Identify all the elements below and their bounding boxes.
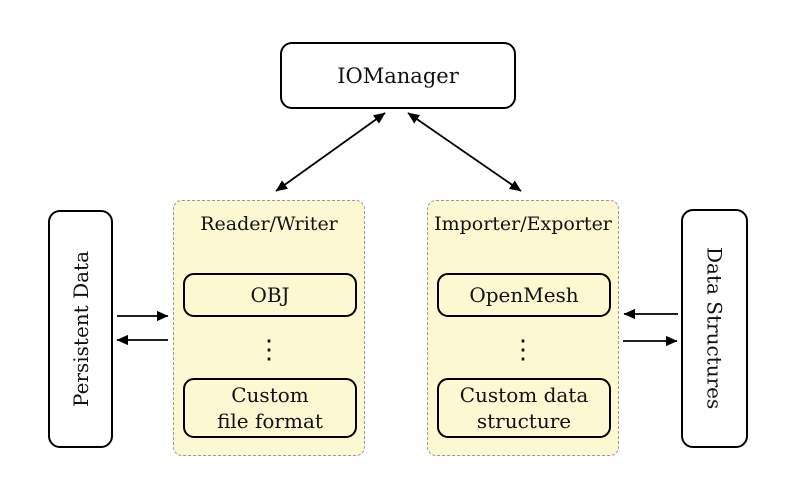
persistent-data-label: Persistent Data bbox=[68, 251, 93, 407]
custom-file-format-line1: Custom bbox=[231, 383, 309, 407]
arrow-iomanager-readerwriter bbox=[275, 112, 386, 192]
custom-file-format-node: Custom file format bbox=[183, 378, 357, 438]
data-structures-label: Data Structures bbox=[702, 247, 727, 410]
iomanager-label: IOManager bbox=[337, 63, 459, 88]
custom-data-structure-line1: Custom data bbox=[459, 383, 589, 407]
custom-data-structure-node: Custom data structure bbox=[437, 378, 611, 438]
reader-writer-ellipsis: ⋮ bbox=[256, 335, 282, 365]
persistent-data-node: Persistent Data bbox=[48, 210, 113, 448]
obj-node: OBJ bbox=[183, 273, 357, 317]
importer-exporter-group: Importer/Exporter OpenMesh ⋮ Custom data… bbox=[427, 200, 619, 456]
custom-data-structure-line2: structure bbox=[476, 409, 572, 433]
iomanager-node: IOManager bbox=[280, 42, 516, 109]
openmesh-node: OpenMesh bbox=[437, 273, 611, 317]
importer-exporter-ellipsis: ⋮ bbox=[510, 335, 536, 365]
openmesh-label: OpenMesh bbox=[469, 283, 579, 307]
custom-file-format-line2: file format bbox=[217, 409, 323, 433]
reader-writer-group: Reader/Writer OBJ ⋮ Custom file format bbox=[173, 200, 365, 456]
data-structures-node: Data Structures bbox=[681, 209, 748, 448]
arrow-iomanager-importerexporter bbox=[407, 112, 522, 192]
importer-exporter-title: Importer/Exporter bbox=[434, 213, 612, 235]
obj-label: OBJ bbox=[250, 283, 290, 307]
reader-writer-title: Reader/Writer bbox=[200, 213, 338, 235]
